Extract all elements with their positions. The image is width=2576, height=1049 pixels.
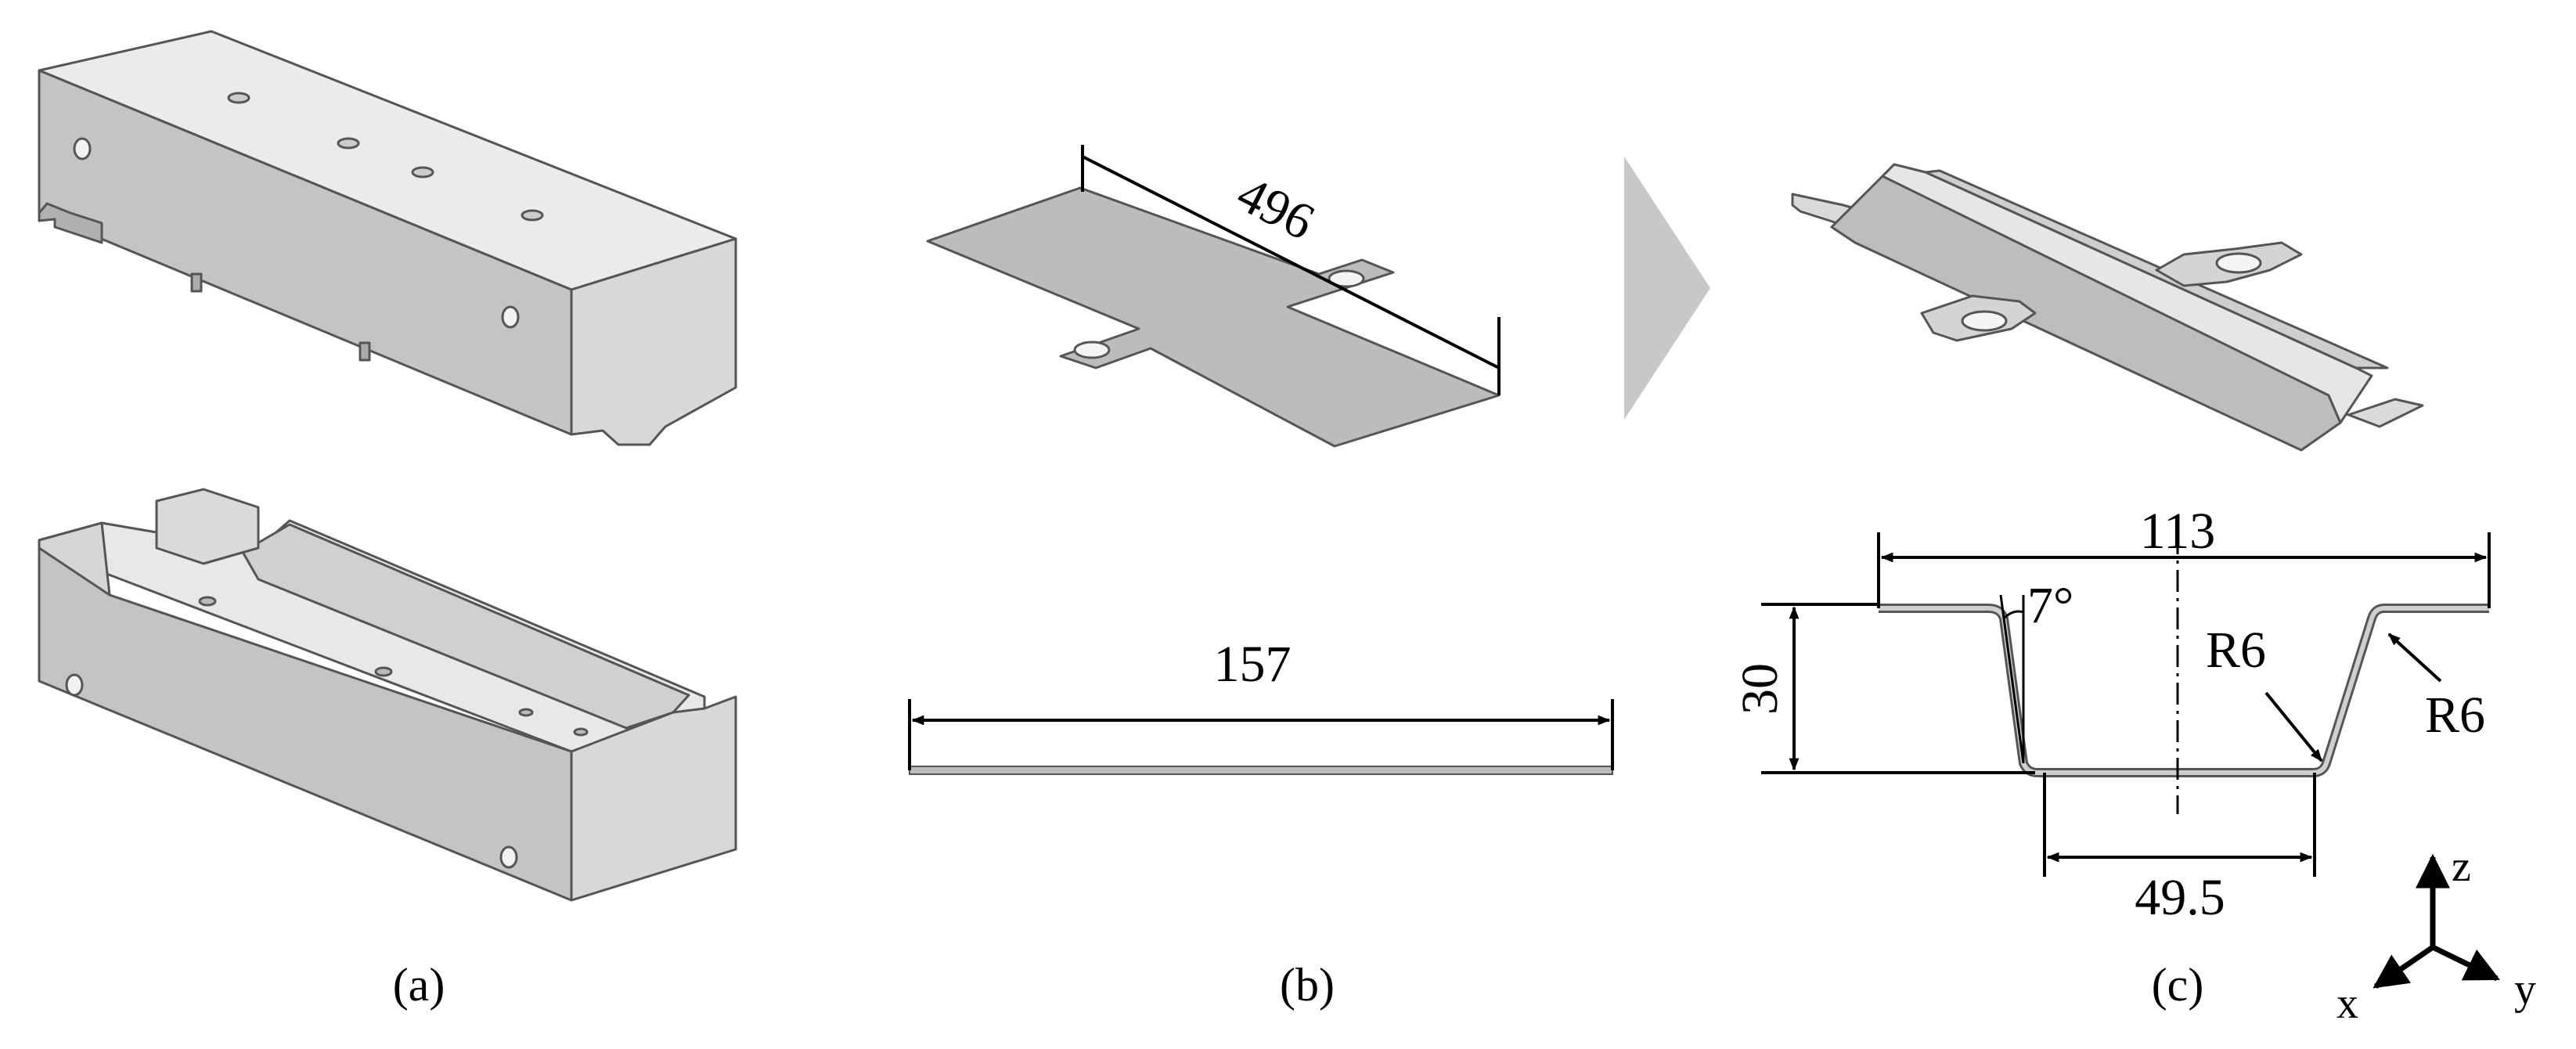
- coordinate-axes: [2372, 853, 2500, 989]
- blank-side-view: [909, 766, 1613, 775]
- lower-die-hole-top-1: [198, 596, 217, 607]
- upper-die-side-face: [570, 237, 737, 446]
- section-dimensions: [1761, 532, 2491, 877]
- blank-sheet: [926, 186, 1501, 448]
- lower-die-hole-side: [499, 845, 518, 869]
- radius-leader-bottom: [2264, 691, 2323, 762]
- axis-x-label: x: [2336, 979, 2358, 1028]
- upper-die-hole-top-3: [411, 166, 434, 178]
- blank-sheet-3d: [926, 186, 1501, 448]
- upper-die-hole-top-2: [337, 137, 360, 150]
- blank-length-line: [1082, 155, 1500, 369]
- formed-channel-3d: [1791, 163, 2424, 452]
- wall-angle-label: 7°: [2027, 577, 2073, 634]
- upper-die-slot-1: [190, 272, 203, 293]
- blank-tab-hole-right: [1328, 269, 1365, 288]
- upper-die-hole-side: [501, 305, 520, 329]
- lower-die-hole-top-4: [573, 727, 589, 737]
- upper-die-notch: [38, 202, 103, 244]
- profile-inner: [1879, 606, 2489, 775]
- lower-die-hole-front: [65, 673, 84, 697]
- blank-length-dimension: [1081, 145, 1501, 395]
- top-width-label: 113: [2140, 503, 2216, 560]
- upper-die-slot-2: [358, 341, 371, 362]
- lower-die-side-face: [570, 695, 737, 902]
- upper-die-hole-top-4: [521, 209, 544, 222]
- channel-tab-hole-right: [2215, 252, 2262, 274]
- axis-x: [2372, 945, 2434, 989]
- bottom-radius-label: R6: [2206, 622, 2266, 679]
- caption-a: (a): [393, 959, 445, 1011]
- axis-y: [2431, 944, 2500, 982]
- axis-y-label: y: [2514, 965, 2536, 1014]
- process-arrow: [1624, 157, 1710, 420]
- lower-die-top-face: [38, 519, 706, 753]
- upper-die-hole-front: [73, 137, 92, 160]
- top-radius-label: R6: [2425, 687, 2485, 744]
- lower-die-hole-top-3: [518, 708, 534, 717]
- lower-die-hole-top-2: [374, 666, 393, 677]
- channel-tab-hole-left: [1961, 310, 2008, 332]
- channel-cross-section: [1879, 532, 2489, 814]
- lower-die: [38, 488, 737, 902]
- lower-die-mid-block: [155, 488, 260, 565]
- blank-width-label: 157: [1214, 636, 1292, 693]
- axis-z-label: z: [2452, 842, 2471, 891]
- depth-label: 30: [1731, 663, 1789, 715]
- channel-wall: [1881, 163, 2373, 424]
- profile-outline: [1879, 604, 2489, 777]
- bottom-width-label: 49.5: [2135, 869, 2225, 926]
- radius-leader-top: [2387, 633, 2442, 683]
- upper-die-hole-top-1: [227, 92, 250, 104]
- caption-b: (b): [1280, 959, 1335, 1011]
- angle-ref-wall: [1999, 594, 2025, 764]
- angle-arc: [2002, 610, 2024, 620]
- caption-c: (c): [2152, 959, 2204, 1011]
- channel-web: [1830, 163, 2342, 452]
- blank-tab-hole-left: [1073, 341, 1111, 359]
- upper-die: [38, 30, 737, 446]
- blank-width-dimension: [908, 699, 1614, 775]
